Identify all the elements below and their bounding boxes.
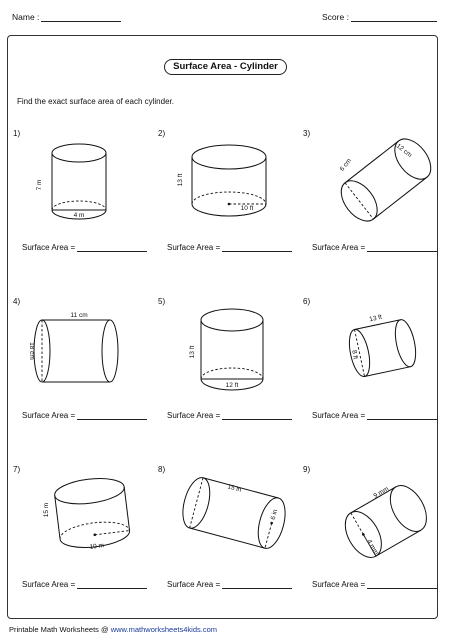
- answer-field-7[interactable]: [77, 579, 148, 589]
- problem-number-7: 7): [13, 465, 21, 474]
- cylinder-9-height-label: 9 mm: [372, 486, 390, 500]
- footer: Printable Math Worksheets @ www.mathwork…: [9, 625, 217, 634]
- problem-number-6: 6): [303, 297, 311, 306]
- problem-number-5: 5): [158, 297, 166, 306]
- answer-field-9[interactable]: [367, 579, 438, 589]
- answer-row-9: Surface Area =: [312, 579, 438, 589]
- score-label: Score :: [322, 12, 349, 22]
- answer-row-3: Surface Area =: [312, 242, 438, 252]
- name-field[interactable]: Name :: [12, 12, 122, 22]
- cylinder-7-height-label: 15 m: [43, 503, 50, 517]
- answer-field-8[interactable]: [222, 579, 293, 589]
- problem-number-3: 3): [303, 129, 311, 138]
- cylinder-2: 13 ft 10 ft: [177, 144, 267, 217]
- cylinder-3-diameter-label: 6 cm: [339, 157, 353, 172]
- answer-row-2: Surface Area =: [167, 242, 293, 252]
- answer-field-4[interactable]: [77, 410, 148, 420]
- name-label: Name :: [12, 12, 40, 22]
- cylinder-7: 15 m 10 m: [43, 478, 131, 551]
- cylinder-1-diameter-label: 4 m: [74, 212, 85, 219]
- problem-number-4: 4): [13, 297, 21, 306]
- answer-field-5[interactable]: [222, 410, 293, 420]
- cylinder-6: 13 ft 8 ft: [348, 314, 417, 378]
- instructions: Find the exact surface area of each cyli…: [17, 97, 174, 106]
- answer-row-7: Surface Area =: [22, 579, 148, 589]
- answer-field-1[interactable]: [77, 242, 148, 252]
- cylinder-2-height-label: 13 ft: [177, 173, 184, 186]
- score-line[interactable]: [350, 12, 437, 22]
- footer-prefix: Printable Math Worksheets @: [9, 625, 109, 634]
- answer-row-5: Surface Area =: [167, 410, 293, 420]
- answer-label-6: Surface Area =: [312, 411, 366, 420]
- name-line[interactable]: [41, 12, 122, 22]
- cylinder-8: 15 in 6 in: [182, 477, 286, 549]
- cylinder-8-radius-label: 6 in: [270, 508, 280, 520]
- answer-field-2[interactable]: [222, 242, 293, 252]
- answer-label-7: Surface Area =: [22, 580, 76, 589]
- answer-row-8: Surface Area =: [167, 579, 293, 589]
- cylinder-4: 11 cm 18 cm: [28, 312, 119, 383]
- answer-row-4: Surface Area =: [22, 410, 148, 420]
- cylinder-5-height-label: 13 ft: [189, 345, 196, 358]
- answer-label-9: Surface Area =: [312, 580, 366, 589]
- problem-number-9: 9): [303, 465, 311, 474]
- cylinder-5: 13 ft 12 ft: [189, 308, 264, 391]
- worksheet-title: Surface Area - Cylinder: [164, 59, 287, 75]
- answer-label-2: Surface Area =: [167, 243, 221, 252]
- cylinder-6-height-label: 13 ft: [369, 314, 383, 324]
- answer-row-6: Surface Area =: [312, 410, 438, 420]
- score-field[interactable]: Score :: [322, 12, 437, 22]
- cylinder-8-height-label: 15 in: [227, 483, 243, 494]
- worksheet-frame: [7, 35, 438, 619]
- answer-label-3: Surface Area =: [312, 243, 366, 252]
- cylinder-9: 9 mm 4 mm: [344, 485, 427, 558]
- answer-field-3[interactable]: [367, 242, 438, 252]
- cylinder-2-radius-label: 10 ft: [241, 205, 254, 212]
- answer-label-1: Surface Area =: [22, 243, 76, 252]
- cylinder-3-height-label: 12 cm: [395, 143, 413, 159]
- cylinder-4-height-label: 11 cm: [70, 312, 87, 319]
- answer-label-8: Surface Area =: [167, 580, 221, 589]
- cylinder-6-diameter-label: 8 ft: [350, 350, 358, 360]
- cylinder-1: 7 m 4 m: [36, 143, 107, 220]
- answer-field-6[interactable]: [367, 410, 438, 420]
- problem-number-2: 2): [158, 129, 166, 138]
- answer-label-5: Surface Area =: [167, 411, 221, 420]
- cylinder-4-diameter-label: 18 cm: [28, 342, 35, 360]
- answer-row-1: Surface Area =: [22, 242, 148, 252]
- answer-label-4: Surface Area =: [22, 411, 76, 420]
- problem-number-1: 1): [13, 129, 21, 138]
- cylinder-7-radius-label: 10 m: [89, 542, 104, 551]
- cylinder-3: 6 cm 12 cm: [339, 138, 432, 222]
- cylinder-9-radius-label: 4 mm: [365, 538, 379, 556]
- cylinder-5-diameter-label: 12 ft: [226, 382, 239, 389]
- problem-number-8: 8): [158, 465, 166, 474]
- cylinder-1-height-label: 7 m: [36, 180, 43, 191]
- footer-site-link[interactable]: www.mathworksheets4kids.com: [110, 625, 217, 634]
